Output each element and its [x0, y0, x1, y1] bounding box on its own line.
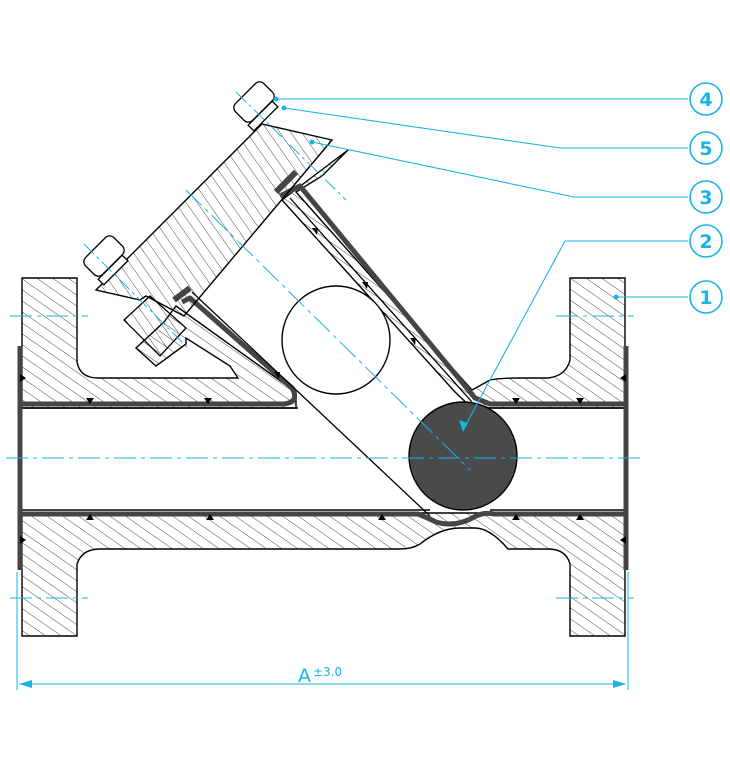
cover-plate [94, 123, 334, 317]
lining-upper-right [278, 183, 626, 407]
branch-axis [185, 189, 471, 471]
marker [576, 514, 584, 520]
strainer-element [408, 401, 518, 511]
leader-dots [273, 96, 619, 300]
leader-dot [613, 294, 619, 300]
nut-top [233, 81, 275, 123]
marker [274, 372, 280, 379]
gasket-top [273, 169, 299, 195]
leader-dot [281, 105, 287, 111]
body-upper-right [280, 149, 626, 409]
callout-2: 2 [689, 224, 723, 258]
leader-dot [309, 139, 315, 145]
marker [204, 398, 212, 404]
marker [206, 514, 214, 520]
leader-dot [273, 96, 279, 102]
bore-interior [18, 409, 628, 509]
marker [410, 338, 416, 345]
callout-5: 5 [689, 131, 723, 165]
marker [576, 398, 584, 404]
leader-lines [276, 98, 688, 431]
leader-3 [311, 141, 688, 198]
cover-stub [123, 295, 187, 357]
valve-body [18, 149, 628, 637]
screen-end-outline [281, 285, 391, 395]
callout-5-circle [689, 131, 723, 165]
callout-1-label: 1 [699, 287, 712, 309]
lining-markers [20, 228, 626, 544]
marker [20, 536, 26, 544]
callout-4: 4 [689, 82, 723, 116]
callout-4-circle [689, 82, 723, 116]
center-lines [6, 189, 640, 599]
callout-1-circle [689, 280, 723, 314]
gasket-bottom [172, 285, 192, 303]
screen-left-wall [191, 291, 431, 517]
marker [512, 514, 520, 520]
callout-2-circle [689, 224, 723, 258]
callout-2-label: 2 [699, 231, 712, 253]
callout-5-label: 5 [699, 138, 712, 160]
bolt-assembly-bottom [83, 235, 191, 351]
dimension-arrow-left [19, 680, 32, 688]
bolt-assembly-top [233, 81, 347, 201]
leader-5 [283, 107, 688, 149]
marker [512, 398, 520, 404]
washer-bottom [97, 254, 129, 286]
marker [86, 398, 94, 404]
washer-top [247, 100, 279, 132]
dimension-tolerance: ±3.0 [313, 665, 342, 679]
marker [620, 374, 626, 382]
callout-4-label: 4 [699, 89, 712, 111]
leader-2-arrow [459, 420, 468, 432]
marker [312, 228, 318, 235]
callout-1: 1 [689, 280, 723, 314]
callout-3-circle [689, 180, 723, 214]
lining-lower [20, 510, 626, 527]
marker [620, 536, 626, 544]
callout-3: 3 [689, 180, 723, 214]
screen-tube [191, 197, 473, 517]
screen-right-wall [289, 197, 473, 403]
marker [378, 514, 386, 520]
body-lower-wall [21, 512, 626, 637]
marker [362, 282, 368, 289]
dimension-arrow-right [613, 680, 626, 688]
dimension-label: A [298, 665, 311, 687]
stud-top-axis [235, 91, 347, 201]
marker [86, 514, 94, 520]
leader-2 [462, 240, 688, 431]
dimension-overall-length: A ±3.0 [16, 572, 629, 690]
lining-upper-left [20, 295, 298, 407]
callout-3-label: 3 [699, 187, 712, 209]
marker [20, 374, 26, 382]
